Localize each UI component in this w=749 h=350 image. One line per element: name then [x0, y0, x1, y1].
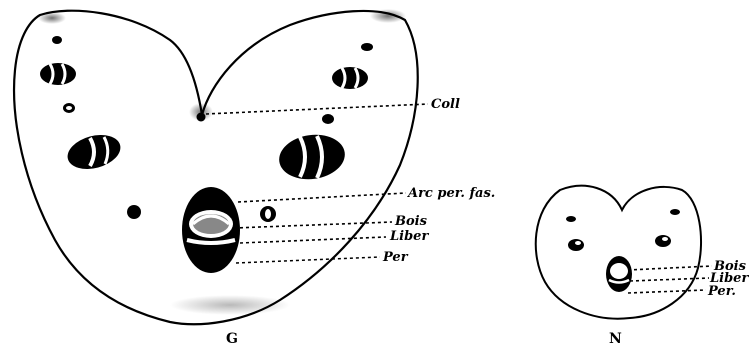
caption-N: N — [609, 331, 622, 347]
section-N: Bois Liber Per. N — [536, 186, 749, 347]
vascular-bundle — [40, 63, 76, 85]
small-bundle — [670, 209, 680, 215]
label-per: Per — [382, 250, 409, 265]
small-bundle — [52, 36, 62, 44]
section-N-outline — [536, 186, 701, 319]
stipple — [370, 9, 406, 23]
label-arc: Arc per. fas. — [406, 186, 495, 201]
main-bundle — [606, 256, 632, 292]
small-bundle-core — [575, 241, 581, 245]
label-liber: Liber — [389, 229, 429, 244]
label-bois: Bois — [394, 214, 428, 229]
small-bundle — [322, 114, 334, 124]
stipple — [38, 12, 66, 24]
vascular-bundle — [332, 67, 368, 89]
caption-G: G — [226, 331, 238, 347]
section-G-outline — [14, 11, 418, 325]
stipple — [170, 295, 290, 315]
small-bundle-core — [265, 209, 271, 219]
small-bundle-core — [662, 237, 668, 241]
small-bundle-core — [66, 106, 72, 110]
small-bundle — [127, 205, 141, 219]
section-G: Coll Arc per. fas. Bois Liber Per G — [14, 9, 495, 347]
small-bundle — [361, 43, 373, 51]
small-bundle — [568, 239, 584, 251]
small-bundle — [566, 216, 576, 222]
collenchyma-mark — [197, 113, 206, 122]
small-bundle — [655, 235, 671, 247]
label-per: Per. — [707, 284, 736, 299]
label-coll: Coll — [431, 97, 460, 112]
main-bundle — [182, 187, 240, 273]
